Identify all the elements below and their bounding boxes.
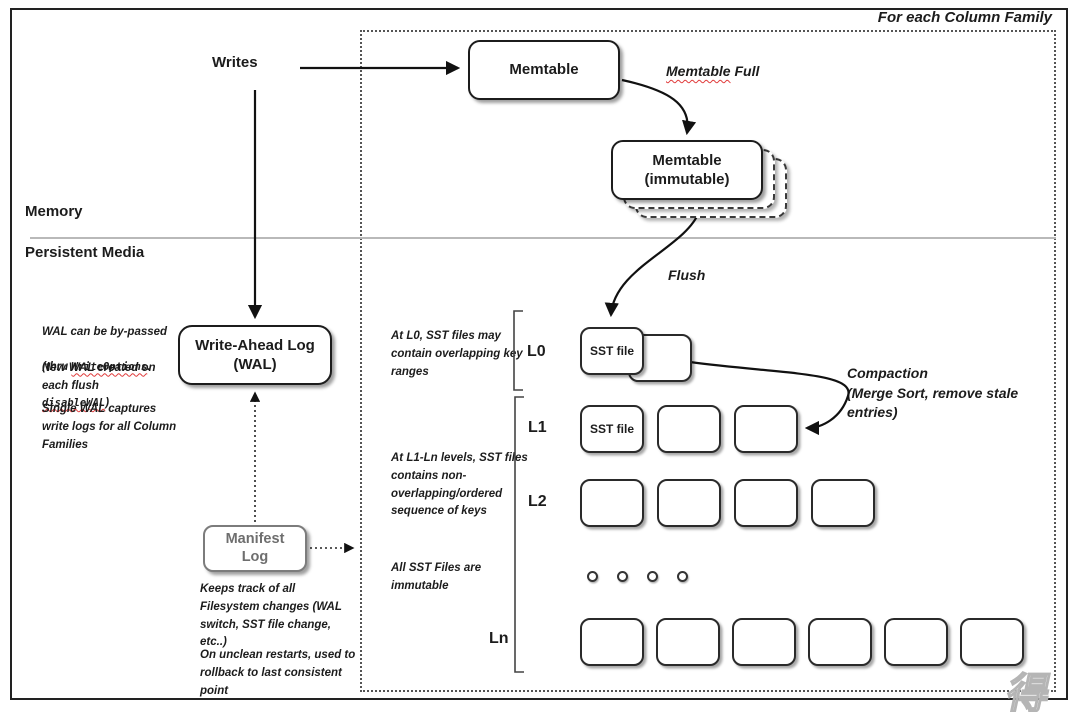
l0-note: At L0, SST files may contain overlapping…	[391, 330, 523, 378]
wal-note-bypass: WAL can be by-passed (thru WriteOptions.…	[42, 306, 167, 431]
l1-sst-file-label: SST file	[589, 422, 634, 436]
manifest-note-tracks: Keeps track of all Filesystem changes (W…	[200, 583, 342, 649]
flush-arrow	[604, 211, 701, 318]
outer-frame	[10, 8, 1068, 700]
level-dot	[647, 571, 658, 582]
sst-box-empty	[656, 618, 720, 666]
memory-label: Memory	[25, 203, 83, 220]
sst-box-empty	[808, 618, 872, 666]
level-dot	[617, 571, 628, 582]
wal-note-new-flush: New WAL created on each flush	[42, 362, 156, 392]
wal-box: Write-Ahead Log (WAL)	[178, 325, 332, 385]
memtable-full-label: Memtable Full	[666, 62, 759, 82]
wal-note-close-paren: )	[105, 397, 110, 410]
l1-sst-file-box: SST file	[580, 405, 644, 453]
l1-ln-bracket	[514, 396, 524, 673]
memory-persistent-divider	[30, 237, 1056, 239]
manifest-log-label: Manifest Log	[225, 531, 285, 565]
wal-note-single-wal: Single WAL captures write logs for all C…	[42, 403, 177, 451]
level-l2-row	[580, 479, 875, 527]
immutable-memtable-label: Memtable (immutable)	[644, 151, 730, 189]
sst-box-empty	[732, 618, 796, 666]
l0-sst-file-box: SST file	[580, 327, 644, 375]
wal-note-code-writeoptions: WriteOptions	[71, 361, 148, 374]
sst-box-empty	[960, 618, 1024, 666]
immutable-memtable-box: Memtable (immutable)	[611, 140, 763, 200]
memtable-full-rest: Full	[730, 63, 760, 79]
level-l1-row: SST file	[580, 405, 798, 453]
sst-immutable-note: All SST Files are immutable	[391, 562, 482, 592]
sst-box-empty	[884, 618, 948, 666]
sst-box-empty	[734, 479, 798, 527]
sst-box-empty	[657, 479, 721, 527]
sst-box-empty	[580, 618, 644, 666]
compaction-arrow	[689, 360, 850, 436]
l1-ln-note: At L1-Ln levels, SST files contains non-…	[391, 452, 528, 518]
sst-box-empty	[657, 405, 721, 453]
sst-box-empty	[580, 479, 644, 527]
wal-note-code-disablewal: disableWAL	[42, 397, 106, 410]
level-l0-label: L0	[527, 343, 546, 360]
more-levels-dots	[587, 571, 688, 582]
l0-sst-file-label: SST file	[589, 344, 634, 358]
memtable-label: Memtable	[509, 61, 579, 79]
wal-note-dot: .	[147, 361, 151, 374]
wal-label: Write-Ahead Log (WAL)	[195, 336, 315, 374]
wal-note-bypass-line2: (thru WriteOptions.	[42, 359, 167, 377]
manifest-log-box: Manifest Log	[203, 525, 307, 572]
writes-label: Writes	[212, 54, 258, 71]
level-dot	[587, 571, 598, 582]
l0-bracket	[513, 310, 523, 391]
level-l1-label: L1	[528, 419, 547, 436]
level-dot	[677, 571, 688, 582]
manifest-note-restarts: On unclean restarts, used to rollback to…	[200, 649, 356, 697]
wal-note-bypass-line3: disableWAL)	[42, 395, 167, 413]
persistent-media-label: Persistent Media	[25, 244, 145, 261]
sst-box-empty	[734, 405, 798, 453]
compaction-label: Compaction (Merge Sort, remove stale ent…	[847, 365, 1019, 421]
wal-note-thru: (thru	[42, 361, 72, 374]
column-family-label: For each Column Family	[877, 9, 1052, 26]
level-l2-label: L2	[528, 493, 547, 510]
column-family-region	[360, 30, 1056, 692]
sst-box-empty	[811, 479, 875, 527]
flush-label: Flush	[668, 267, 706, 283]
level-ln-row	[580, 618, 1024, 666]
wal-note-bypass-line1: WAL can be by-passed	[42, 325, 168, 338]
memtable-full-word: Memtable	[666, 63, 731, 79]
level-ln-label: Ln	[489, 630, 509, 647]
memtable-full-arrow	[621, 78, 697, 136]
memtable-box: Memtable	[468, 40, 620, 100]
